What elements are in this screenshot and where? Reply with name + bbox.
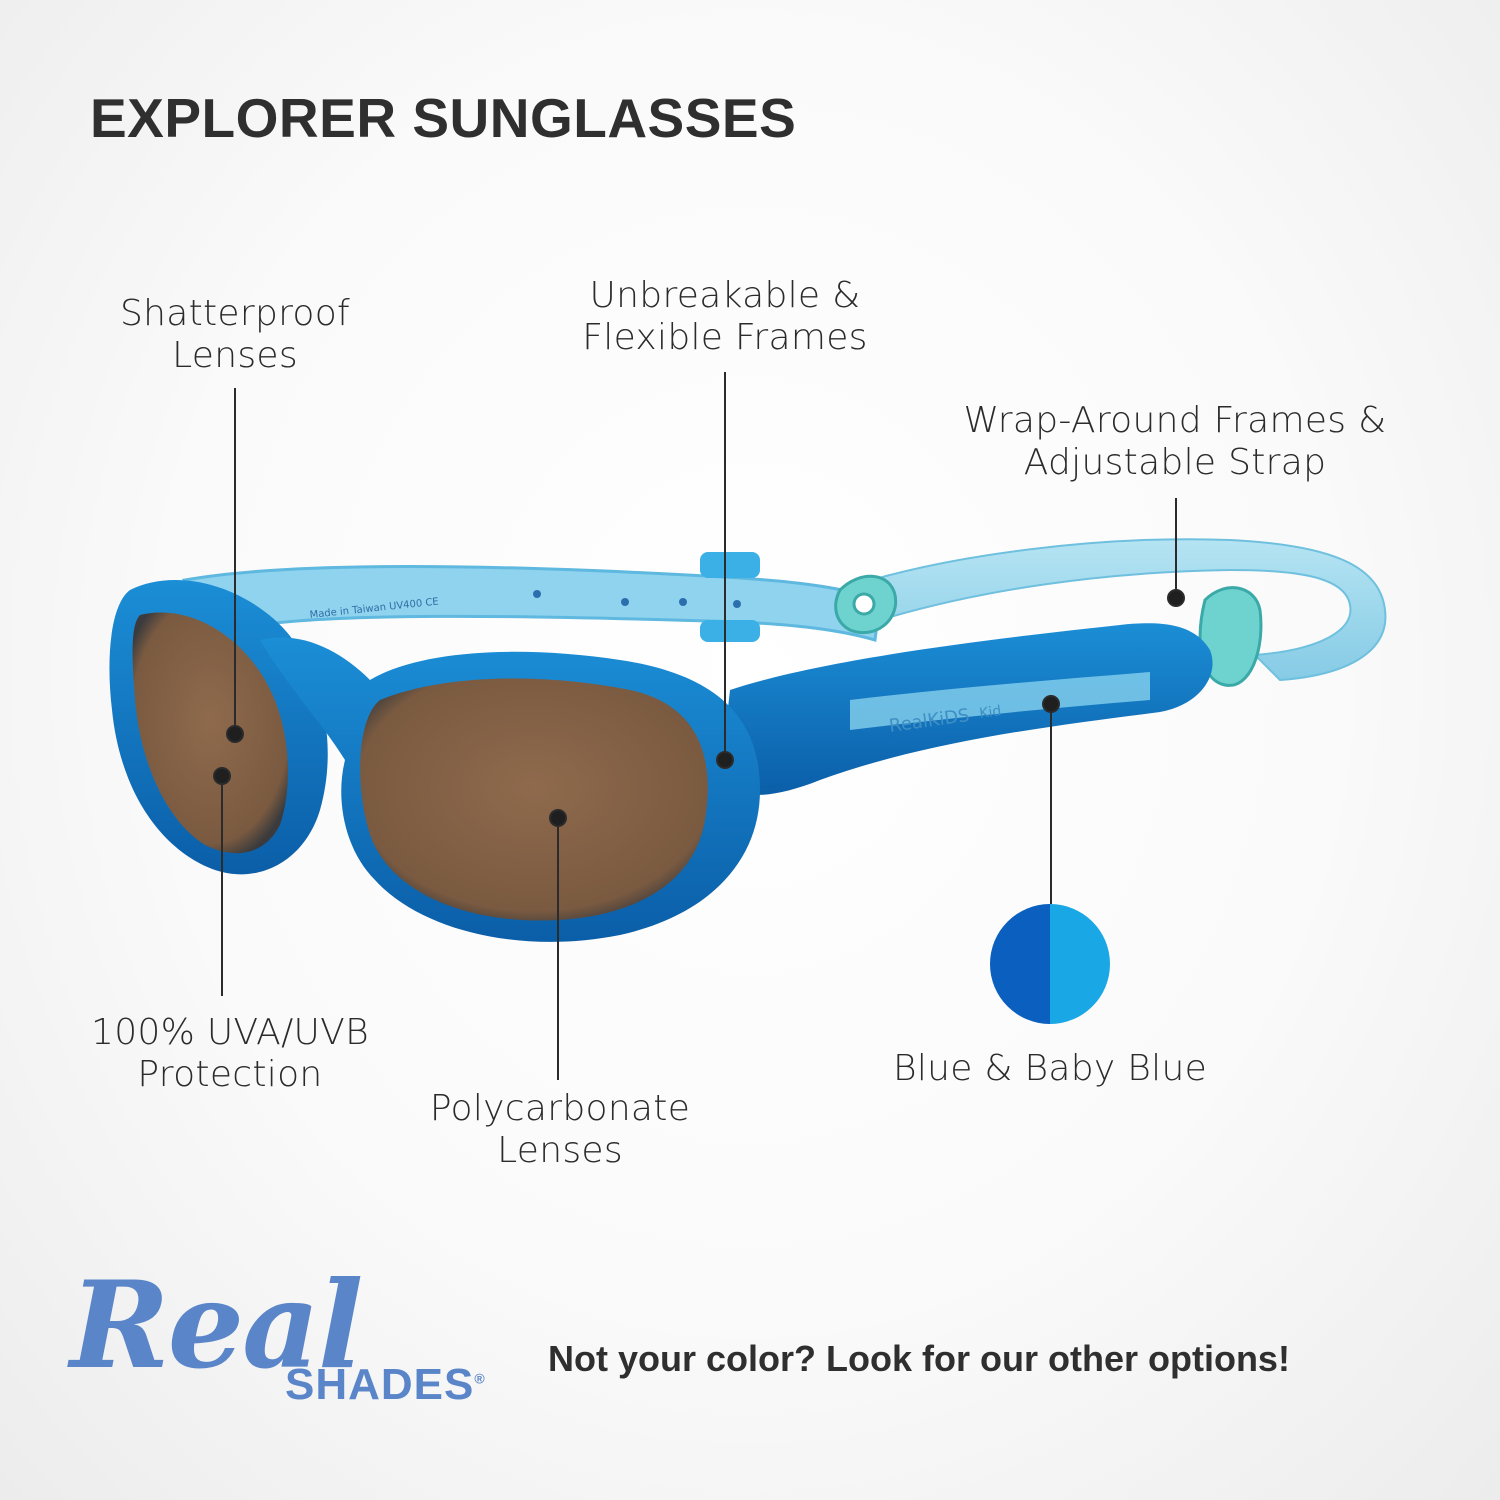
callout-uv-line1: 100% UVA/UVB — [91, 1012, 369, 1053]
tagline: Not your color? Look for our other optio… — [548, 1338, 1290, 1379]
callout-uv-line2: Protection — [137, 1054, 323, 1095]
product-title: EXPLORER SUNGLASSES — [90, 87, 797, 149]
color-name: Blue & Baby Blue — [860, 1048, 1240, 1090]
swatch-left-half — [990, 904, 1050, 1024]
callout-wrap-line2: Adjustable Strap — [1023, 442, 1327, 483]
brand-logo-shades: SHADES® — [285, 1360, 486, 1410]
callout-shatterproof: Shatterproof Lenses — [85, 293, 385, 377]
temple-clip — [700, 620, 760, 642]
callout-dot-unbreakable — [716, 751, 734, 769]
right-lens — [360, 678, 708, 921]
callout-shatterproof-line1: Shatterproof — [119, 293, 351, 334]
frame-size-text: Kid — [978, 703, 1002, 722]
callout-wrap: Wrap-Around Frames & Adjustable Strap — [935, 400, 1415, 484]
callout-unbreakable: Unbreakable & Flexible Frames — [545, 275, 905, 359]
temple-dot — [533, 590, 541, 598]
back-temple — [181, 565, 882, 642]
temple-clip — [700, 552, 760, 578]
temple-dot — [733, 600, 741, 608]
callout-dot-shatterproof — [226, 725, 244, 743]
callout-polycarbonate-line2: Lenses — [497, 1130, 623, 1171]
brand-logo-shades-text: SHADES — [285, 1360, 475, 1409]
callout-dot-uv — [213, 767, 231, 785]
callout-unbreakable-line2: Flexible Frames — [582, 317, 868, 358]
callout-unbreakable-line1: Unbreakable & — [589, 275, 861, 316]
callout-dot-wrap — [1167, 589, 1185, 607]
callout-shatterproof-line2: Lenses — [172, 335, 298, 376]
color-name-text: Blue & Baby Blue — [892, 1048, 1208, 1089]
callout-wrap-line1: Wrap-Around Frames & — [963, 400, 1387, 441]
callout-dot-color — [1042, 695, 1060, 713]
callout-uv: 100% UVA/UVB Protection — [70, 1012, 390, 1096]
left-lens — [132, 612, 288, 854]
temple-dot — [621, 598, 629, 606]
swatch-right-half — [1050, 904, 1110, 1024]
temple-dot — [679, 598, 687, 606]
brand-logo-real: Real — [70, 1255, 363, 1396]
registered-mark: ® — [474, 1370, 486, 1387]
callout-polycarbonate-line1: Polycarbonate — [429, 1088, 691, 1129]
strap — [853, 538, 1387, 682]
callout-polycarbonate: Polycarbonate Lenses — [400, 1088, 720, 1172]
callout-dot-polycarbonate — [549, 809, 567, 827]
